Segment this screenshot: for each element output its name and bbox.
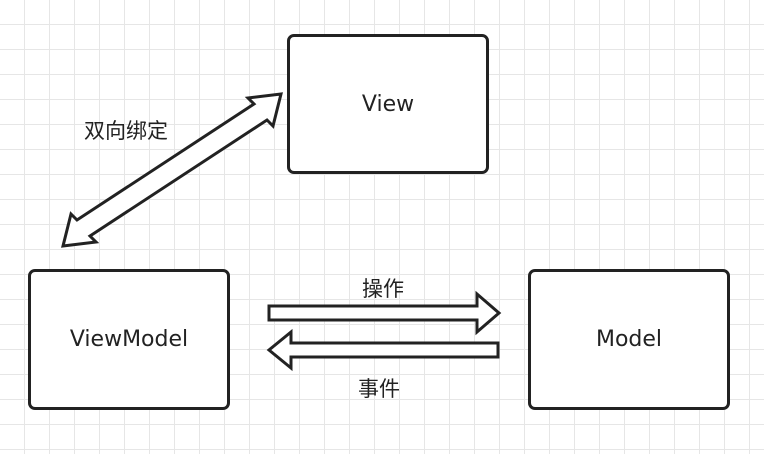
event-label: 事件 — [358, 377, 400, 401]
view-node-label: View — [361, 91, 415, 117]
binding-label: 双向绑定 — [84, 119, 168, 143]
model-node-label: Model — [595, 327, 663, 352]
model-node: Model — [528, 269, 730, 410]
view-node: View — [287, 34, 489, 174]
viewmodel-node: ViewModel — [28, 269, 230, 410]
operation-arrow — [267, 290, 502, 336]
event-arrow — [266, 328, 500, 372]
viewmodel-node-label: ViewModel — [69, 327, 189, 352]
operation-label: 操作 — [362, 277, 404, 301]
binding-double-arrow — [61, 92, 283, 248]
